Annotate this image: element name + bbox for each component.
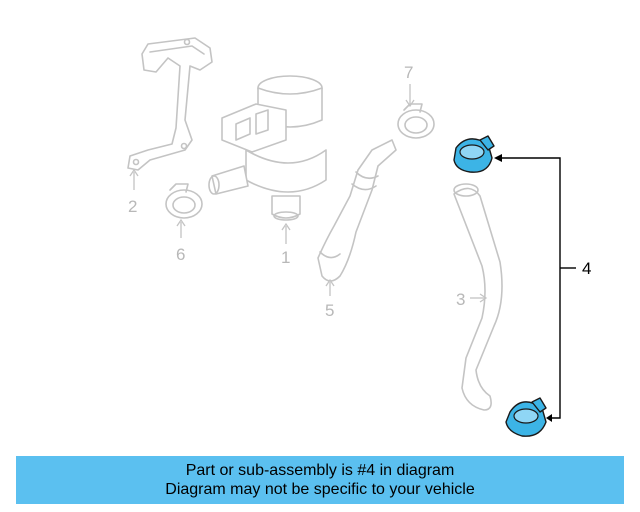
leader-lines (129, 84, 488, 303)
callout-2: 2 (128, 197, 137, 216)
clamp-part-7 (397, 103, 435, 139)
callout-4: 4 (582, 259, 591, 278)
bracket-part (127, 37, 213, 171)
parts-diagram: 1 2 3 4 5 6 7 (127, 37, 591, 437)
callout-3: 3 (456, 290, 465, 309)
callout-5: 5 (325, 301, 334, 320)
highlighted-clamp-top[interactable] (453, 135, 495, 173)
info-banner: Part or sub-assembly is #4 in diagram Di… (16, 456, 624, 504)
banner-line-1: Part or sub-assembly is #4 in diagram (185, 462, 455, 479)
leader-part-4 (494, 154, 576, 422)
highlighted-clamp-bottom[interactable] (505, 397, 547, 437)
clamp-part-6 (165, 183, 203, 219)
callout-1: 1 (281, 248, 290, 267)
pump-part (208, 75, 327, 221)
callout-6: 6 (176, 245, 185, 264)
hose-part-5 (317, 139, 397, 282)
callout-7: 7 (404, 63, 413, 82)
hose-part-3 (453, 183, 503, 411)
banner-line-2: Diagram may not be specific to your vehi… (165, 481, 475, 498)
